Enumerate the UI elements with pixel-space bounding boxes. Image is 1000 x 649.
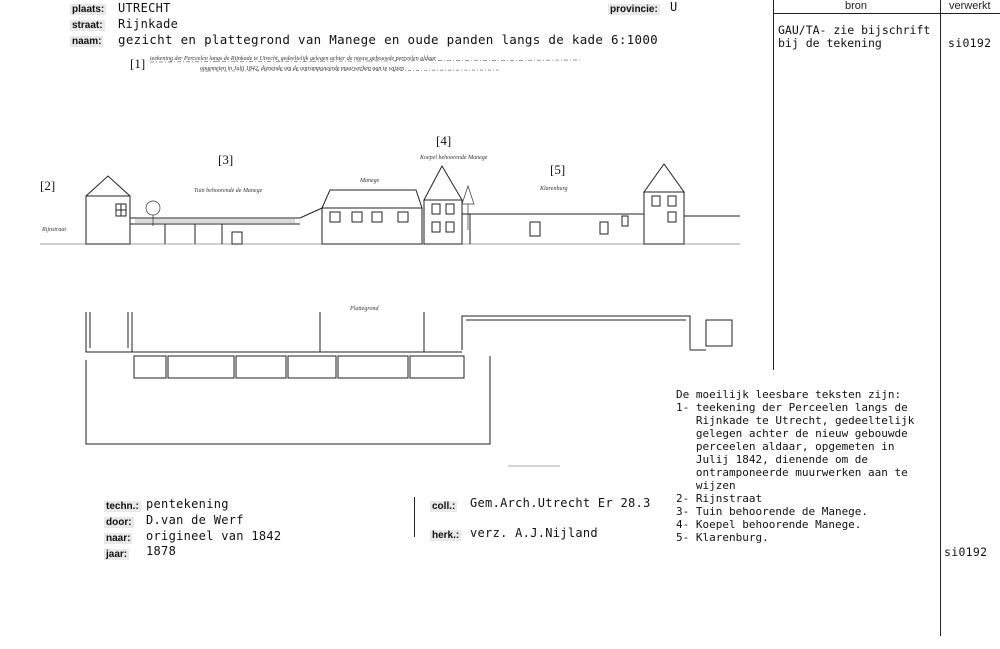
- footer-divider-rule: [414, 497, 415, 537]
- provincie-label: provincie:: [608, 4, 660, 15]
- sidebar-left-rule: [773, 0, 774, 370]
- door-label: door:: [104, 517, 134, 528]
- verwerkt-value-top: si0192: [948, 36, 992, 50]
- herk-value: verz. A.J.Nijland: [470, 526, 598, 540]
- naar-value: origineel van 1842: [146, 529, 282, 543]
- drawing-script-1: teekening der Perceelen langs de Rijnkad…: [150, 56, 437, 62]
- coll-label: coll.:: [430, 501, 458, 512]
- drawing-label-1: [1]: [130, 56, 146, 71]
- sidebar-header-rule: [773, 13, 1000, 14]
- klarenburg-tower: [643, 163, 740, 245]
- drawing-label-5: [5]: [550, 162, 566, 177]
- naar-label: naar:: [104, 533, 133, 544]
- bron-header: bron: [845, 0, 868, 12]
- sidebar-divider-rule: [940, 0, 941, 636]
- drawing-label-2: [2]: [40, 178, 56, 193]
- drawing-label-4: [4]: [436, 133, 452, 148]
- naam-label: naam:: [70, 36, 104, 47]
- plaats-label: plaats:: [70, 4, 107, 15]
- plaats-value: UTRECHT: [118, 1, 171, 15]
- jaar-label: jaar:: [104, 549, 130, 560]
- straat-label: straat:: [70, 20, 105, 31]
- techn-label: techn.:: [104, 501, 141, 512]
- straat-value: Rijnkade: [118, 17, 179, 31]
- drawing-script-koepel: Koepel behoorende Manege: [420, 155, 488, 161]
- manege-building: [321, 189, 423, 245]
- legend-notes: De moeilijk leesbare teksten zijn: 1- te…: [676, 388, 915, 544]
- verwerkt-value-bottom: si0192: [944, 545, 988, 559]
- drawing-script-tuin: Tuin behoorende de Manege: [194, 188, 263, 194]
- drawing-script-2: opgemeten in Julij 1842, dienende om de …: [200, 66, 405, 72]
- drawing-script-klarenburg: Klarenburg: [540, 186, 568, 192]
- door-value: D.van de Werf: [146, 513, 244, 527]
- techn-value: pentekening: [146, 497, 229, 511]
- koepel-building: [423, 164, 463, 245]
- drawing-script-manege: Manege: [360, 178, 380, 184]
- house-rijnstraat: [85, 175, 131, 245]
- bron-value: GAU/TA- zie bijschrift bij de tekening: [778, 23, 931, 50]
- script-line-2: [199, 69, 501, 72]
- verwerkt-header: verwerkt: [949, 0, 991, 12]
- tree-right: [461, 184, 475, 230]
- drawing-script-plattegrond: Plattegrond: [350, 306, 379, 312]
- naam-value: gezicht en plattegrond van Manege en oud…: [118, 32, 658, 47]
- drawing-svg: [40, 59, 740, 467]
- provincie-value: U: [670, 0, 678, 14]
- jaar-value: 1878: [146, 544, 177, 558]
- drawing-script-rijnstraat: Rijnstraat: [42, 227, 67, 233]
- plattegrond: [85, 312, 733, 445]
- herk-label: herk.:: [430, 530, 462, 541]
- coll-value: Gem.Arch.Utrecht Er 28.3: [470, 496, 651, 510]
- garden-wall: [129, 207, 323, 245]
- drawing-label-3: [3]: [218, 152, 234, 167]
- wall-hatching: [135, 219, 295, 223]
- klarenburg-wall: [462, 213, 644, 244]
